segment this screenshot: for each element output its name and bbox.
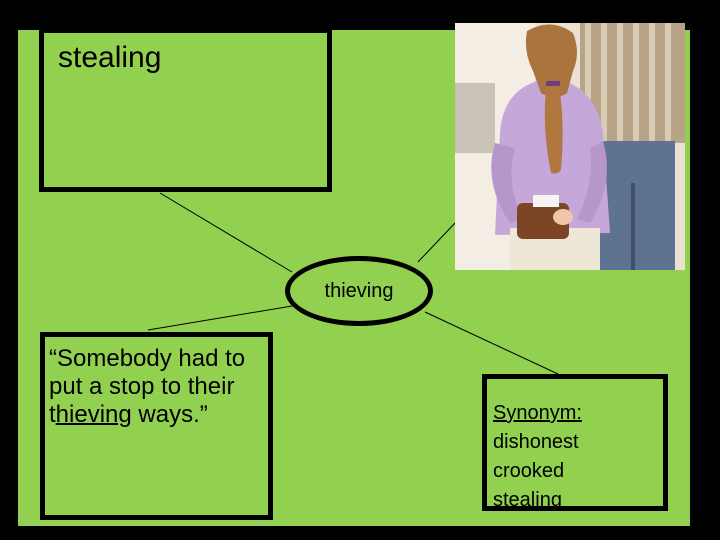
example-sentence: “Somebody had to put a stop to their thi… <box>49 345 271 429</box>
synonym-heading: Synonym: <box>493 402 582 424</box>
girl-hiding-wallet-photo <box>455 23 685 270</box>
synonym-box: Synonym: dishonest crooked stealing <box>482 374 668 511</box>
example-text-end: ways.” <box>131 401 208 428</box>
center-word: thieving <box>324 280 394 302</box>
synonym-item: crooked <box>493 460 565 482</box>
connector-synonym <box>424 311 559 375</box>
definition-text: stealing <box>58 41 162 74</box>
example-text-start: “Somebody had to put a stop to their t <box>49 345 246 428</box>
center-word-oval: thieving <box>285 256 433 326</box>
connector-top <box>159 192 293 273</box>
synonym-item: dishonest <box>493 431 579 453</box>
definition-box: stealing <box>39 28 332 192</box>
synonym-item: stealing <box>493 489 562 511</box>
connector-example <box>147 305 293 331</box>
connector-picture <box>417 221 457 263</box>
example-sentence-box: “Somebody had to put a stop to their thi… <box>40 332 273 520</box>
photo-illustration <box>455 23 685 270</box>
synonym-content: Synonym: dishonest crooked stealing <box>493 399 582 515</box>
example-underlined-word: hieving <box>55 401 132 428</box>
